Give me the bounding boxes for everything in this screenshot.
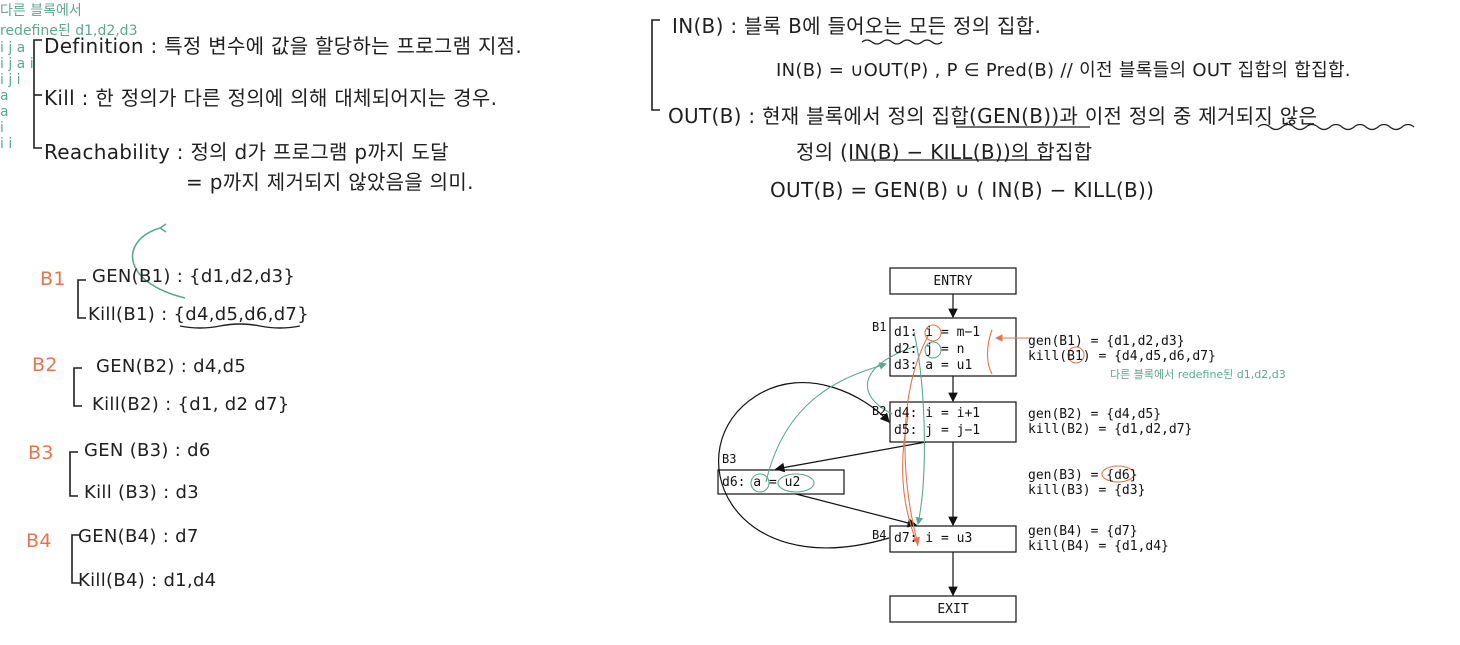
b1-gen-hw: GEN(B1) : {d1,d2,d3}	[92, 266, 296, 287]
b3-gen-hw: GEN (B3) : d6	[84, 440, 211, 461]
b4-label-hw: B4	[26, 530, 52, 552]
b2-gen-hw: GEN(B2) : d4,d5	[96, 356, 247, 377]
edge-b4-b2-back	[718, 382, 890, 549]
b1-node	[889, 317, 1017, 377]
edge-b2-b3	[774, 441, 927, 473]
exit-label: EXIT	[937, 602, 969, 617]
definition-note: Definition : 특정 변수에 값을 할당하는 프로그램 지점.	[44, 34, 523, 58]
b3-node	[717, 469, 845, 495]
b2-line-2: d5: j = j−1	[894, 423, 981, 438]
b1-block-label: B1	[872, 320, 887, 334]
kill-note: Kill : 한 정의가 다른 정의에 의해 대체되어지는 경우.	[44, 86, 498, 110]
b3-kill-marks: a	[0, 104, 9, 120]
b1-line-2: d2: j = n	[894, 342, 965, 357]
b1-kill-hw: Kill(B1) : {d4,d5,d6,d7}	[88, 304, 309, 325]
b1-kill-set: kill(B1) = {d4,d5,d6,d7}	[1028, 349, 1216, 364]
b1-label-hw: B1	[40, 268, 66, 290]
redefine-note-line1: 다른 블록에서	[0, 3, 82, 19]
in-formula: IN(B) = ∪OUT(P) , P ∈ Pred(B) // 이전 블록들의…	[776, 60, 1351, 81]
out-formula: OUT(B) = GEN(B) ∪ ( IN(B) − KILL(B))	[770, 178, 1155, 202]
cfg-svg	[717, 267, 1135, 623]
b4-node	[889, 525, 1017, 553]
b1-gen-marks: i j a	[0, 40, 26, 56]
b2-kill-set: kill(B2) = {d1,d2,d7}	[1028, 422, 1193, 437]
out-definition: OUT(B) : 현재 블록에서 정의 집합(GEN(B))과 이전 정의 중 …	[668, 104, 1318, 128]
b1-line-1: d1: i = m−1	[894, 325, 981, 340]
b4-line-1: d7: i = u3	[894, 531, 973, 546]
b4-gen-marks: i	[0, 120, 4, 136]
cfg-diagram: ENTRY B1 d1: i = m−1 d2: j = n d3: a = u…	[696, 246, 1298, 636]
b2-kill-hw: Kill(B2) : {d1, d2 d7}	[92, 394, 290, 415]
b3-kill-set: kill(B3) = {d3}	[1028, 483, 1146, 498]
b1-line-3: d3: a = u1	[894, 358, 973, 373]
redefine-note-line2: redefine된 d1,d2,d3	[0, 23, 138, 39]
b2-gen-set: gen(B2) = {d4,d5}	[1028, 407, 1162, 422]
reachability-note-2: = p까지 제거되지 않았음을 의미.	[186, 170, 474, 194]
b3-gen-marks: a	[0, 88, 9, 104]
in-definition: IN(B) : 블록 B에 들어오는 모든 정의 집합.	[672, 14, 1042, 38]
b1-kill-marks: i j a i	[0, 56, 34, 72]
reachability-note: Reachability : 정의 d가 프로그램 p까지 도달	[44, 140, 449, 164]
b3-kill-hw: Kill (B3) : d3	[84, 482, 199, 503]
b3-label-hw: B3	[28, 442, 54, 464]
b3-line-1: d6: a = u2	[722, 475, 801, 490]
entry-label: ENTRY	[933, 274, 973, 289]
exit-node	[889, 595, 1017, 623]
b2-kill-marks: i j i	[0, 72, 21, 88]
b4-kill-hw: Kill(B4) : d1,d4	[78, 570, 217, 591]
b4-gen-set: gen(B4) = {d7}	[1028, 524, 1138, 539]
b4-kill-marks: i i	[0, 136, 13, 152]
b3-block-label: B3	[722, 452, 737, 466]
b2-line-1: d4: i = i+1	[894, 406, 981, 421]
edge-b3-b4	[795, 493, 918, 528]
b4-block-label: B4	[872, 528, 887, 542]
b1-redefine-note: 다른 블록에서 redefine된 d1,d2,d3	[1110, 368, 1286, 381]
b3-gen-set: gen(B3) = {d6}	[1028, 468, 1138, 483]
out-definition-2: 정의 (IN(B) − KILL(B))의 합집합	[796, 140, 1093, 164]
b4-kill-set: kill(B4) = {d1,d4}	[1028, 539, 1169, 554]
b2-block-label: B2	[872, 404, 887, 418]
b2-label-hw: B2	[32, 354, 58, 376]
b1-gen-set: gen(B1) = {d1,d2,d3}	[1028, 334, 1185, 349]
b4-gen-hw: GEN(B4) : d7	[78, 526, 199, 547]
